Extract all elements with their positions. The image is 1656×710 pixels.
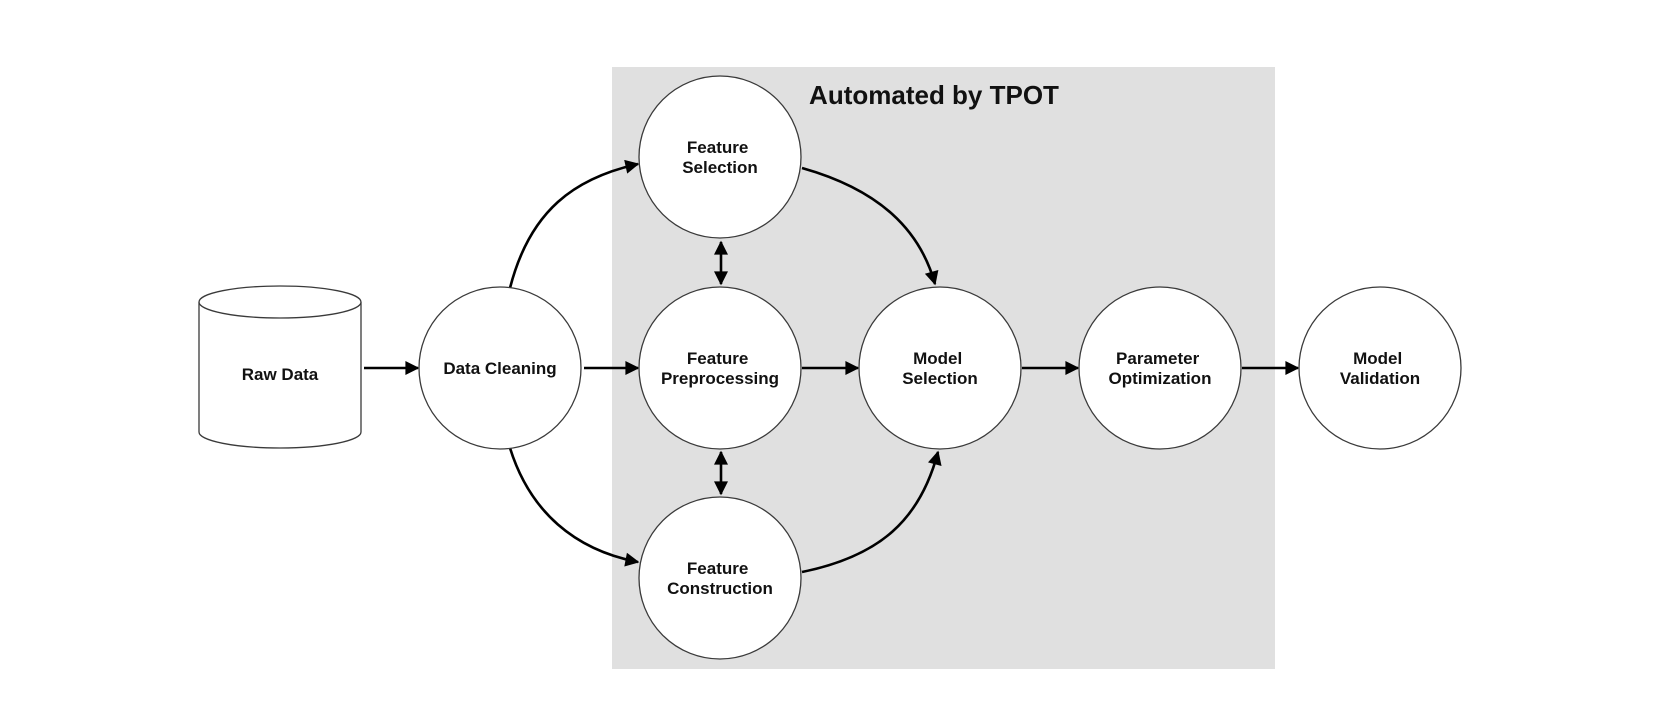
parameter-optimization-label: Parameter Optimization [1109,349,1212,388]
feature-construction-label: Feature Construction [667,559,773,598]
node-feature-selection: Feature Selection [638,75,802,239]
raw-data-label: Raw Data [242,365,319,384]
edge-data-cleaning-to-feature-selection [508,159,640,289]
node-model-validation: Model Validation [1298,286,1462,450]
edges [364,159,1300,574]
feature-selection-label: Feature Selection [682,138,758,177]
edge-feature-selection-to-model-selection [801,166,939,286]
edge-data-cleaning-to-feature-construction [508,447,640,567]
feature-preprocessing-label: Feature Preprocessing [661,349,779,388]
node-feature-preprocessing: Feature Preprocessing [638,286,802,450]
node-feature-construction: Feature Construction [638,496,802,660]
model-selection-label: Model Selection [902,349,978,388]
node-parameter-optimization: Parameter Optimization [1078,286,1242,450]
raw-data-cylinder-body [198,302,362,449]
data-cleaning-label: Data Cleaning [443,359,556,378]
node-data-cleaning: Data Cleaning [418,286,582,450]
node-model-selection: Model Selection [858,286,1022,450]
raw-data-cylinder-top [198,285,362,319]
automated-region-title: Automated by TPOT [809,80,1059,110]
model-validation-label: Model Validation [1340,349,1420,388]
edge-feature-construction-to-model-selection [801,450,942,574]
node-raw-data: Raw Data [198,285,362,449]
